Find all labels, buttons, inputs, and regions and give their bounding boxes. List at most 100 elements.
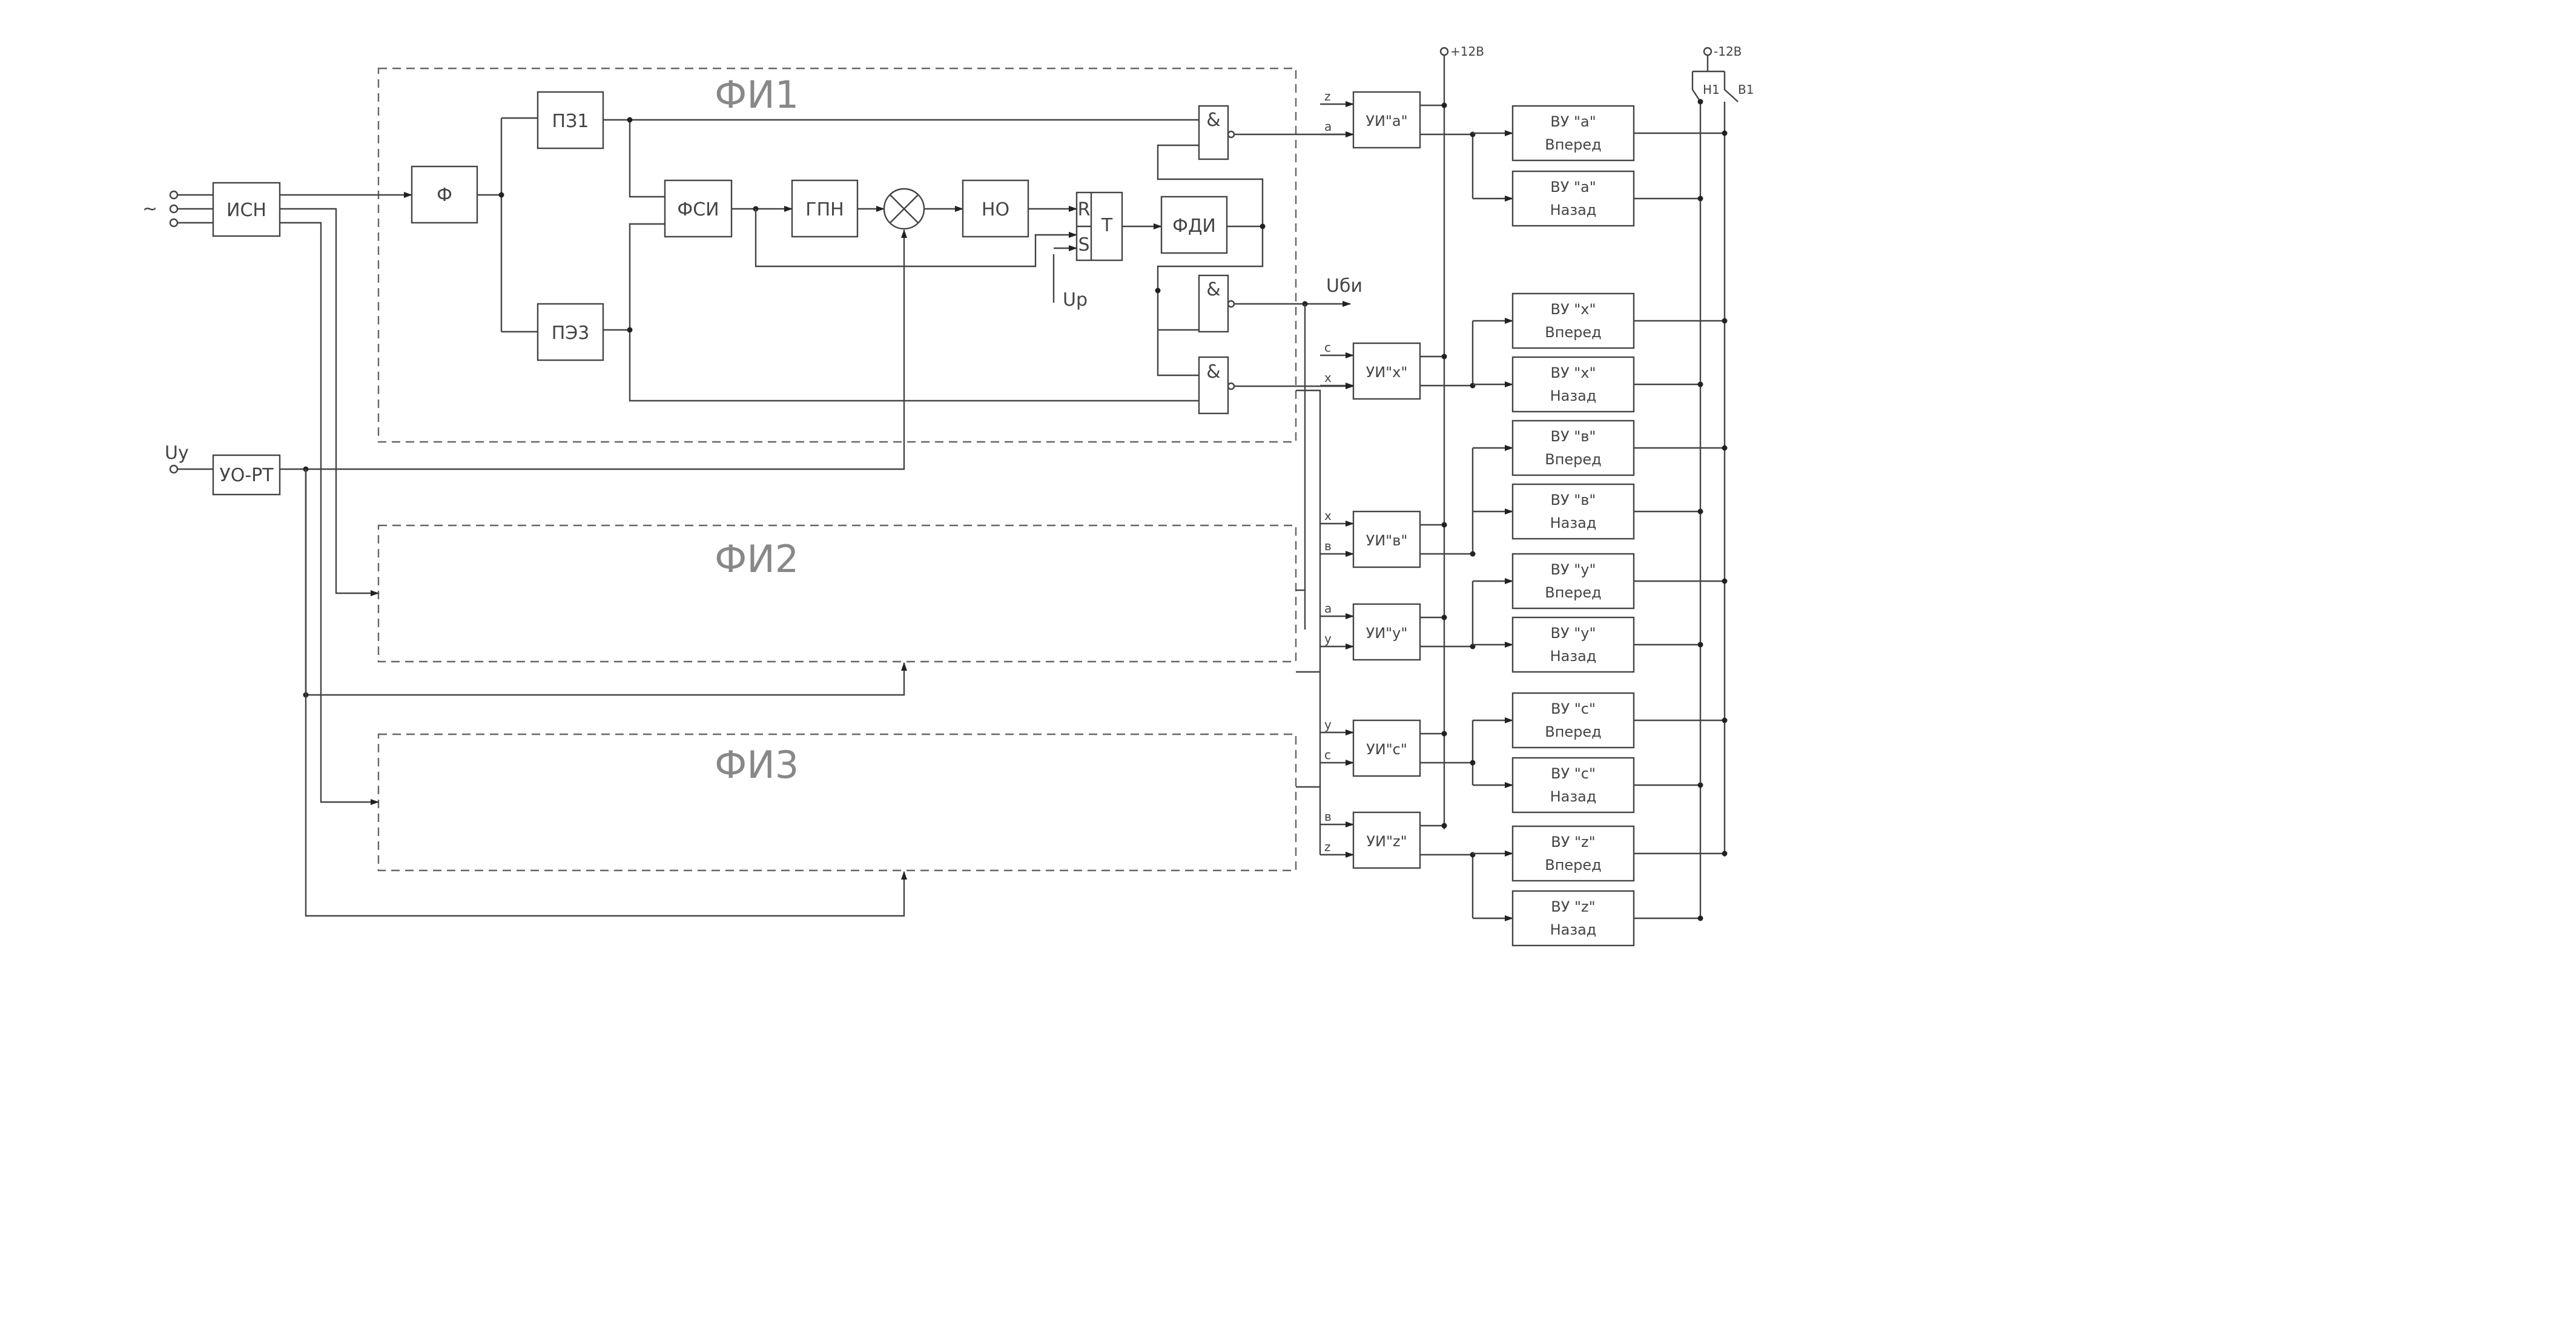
vu-block-1-title: ВУ "а" xyxy=(1550,179,1596,196)
ui-block-c-in1-label: у xyxy=(1324,717,1332,732)
ui-block-c-out xyxy=(1420,720,1474,785)
junction-pz1 xyxy=(627,117,633,123)
ui-block-x-out xyxy=(1420,321,1474,387)
vu-block-7-rail-dot xyxy=(1697,642,1703,648)
block-f-label: Ф xyxy=(437,185,452,206)
ui-block-a-in1-label: z xyxy=(1324,89,1331,104)
vu-block-8-dir: Вперед xyxy=(1545,723,1602,740)
vu-block-3-rail-dot xyxy=(1697,381,1703,387)
vu-block-4-rail-dot xyxy=(1722,445,1728,451)
block-fdi-label: ФДИ xyxy=(1172,215,1216,237)
group-fi1-frame xyxy=(377,67,1297,443)
vu-block-1-rail-dot xyxy=(1697,196,1703,202)
vu-block-9-dir: Назад xyxy=(1550,788,1597,805)
switch-v1 xyxy=(1723,82,1739,857)
ui-block-v-label: УИ"в" xyxy=(1366,532,1408,549)
mixer-cross xyxy=(890,194,919,223)
vu-block-3-dir: Назад xyxy=(1550,387,1597,404)
ui-block-c xyxy=(1352,719,1421,777)
ui-block-v-out-dot xyxy=(1470,551,1476,557)
ui-block-y-label: УИ"у" xyxy=(1366,625,1408,642)
vu-block-11-title: ВУ "z" xyxy=(1551,898,1595,915)
ui-block-z-supply-dot xyxy=(1441,823,1447,829)
vu-block-6-dir: Вперед xyxy=(1545,584,1602,601)
vu-block-11-dir: Назад xyxy=(1550,921,1597,938)
trigger-t: T xyxy=(1101,215,1113,236)
switch-h1 xyxy=(1691,82,1702,920)
vu-block-0 xyxy=(1511,105,1635,162)
ac-terminal-2 xyxy=(169,204,179,214)
ui-input-bus xyxy=(1296,389,1321,855)
wire-yort-fi3 xyxy=(305,469,907,917)
vu-block-3-title: ВУ "х" xyxy=(1551,364,1596,381)
block-no-label: НО xyxy=(982,199,1009,220)
block-gpn xyxy=(791,179,859,238)
ui-block-c-label: УИ"с" xyxy=(1366,741,1407,758)
vu-block-10 xyxy=(1511,825,1635,882)
uy-terminal xyxy=(169,464,179,474)
vu-block-10-dir: Вперед xyxy=(1545,857,1602,873)
and-gate-3 xyxy=(1198,356,1229,415)
vu-block-6-title: ВУ "у" xyxy=(1551,561,1596,578)
ac-terminal-1 xyxy=(169,190,179,200)
vu-block-2-title: ВУ "х" xyxy=(1551,301,1596,318)
vu-block-9-rail-dot xyxy=(1697,782,1703,788)
wire-yort-mixer xyxy=(280,229,907,470)
wire-fsi-s xyxy=(755,209,1077,268)
vu-block-8-rail-dot xyxy=(1722,717,1728,723)
block-isn xyxy=(212,182,281,237)
block-yo-rt-label: УО-РТ xyxy=(219,465,274,486)
ui-block-x-supply-dot xyxy=(1441,354,1447,360)
wire-fdi-feedback xyxy=(1157,144,1264,377)
ui-block-v-in2-label: в xyxy=(1324,539,1332,553)
group-fi2-title: ФИ2 xyxy=(715,537,799,581)
block-fsi xyxy=(664,179,733,238)
ui-block-v-in1-label: х xyxy=(1324,508,1332,523)
block-pz1-label: ПЗ1 xyxy=(552,111,589,132)
block-fdi xyxy=(1160,196,1228,254)
label-minus: -12В xyxy=(1714,44,1742,59)
ui-block-c-in2-label: с xyxy=(1324,748,1331,762)
ui-block-z xyxy=(1352,811,1421,869)
and-gate-2-label: & xyxy=(1206,279,1220,300)
group-fi2-frame xyxy=(377,524,1297,663)
label-ubi: Uби xyxy=(1326,275,1362,297)
vu-block-0-title: ВУ "а" xyxy=(1550,113,1596,130)
vu-blocks-layer: ВУ "а" Вперед ВУ "а" Назад ВУ "х" Вперед ВУ "х… xyxy=(1511,105,1728,947)
block-isn-label: ИСН xyxy=(226,200,266,221)
vu-block-4-dir: Вперед xyxy=(1545,451,1602,468)
wire-isn-fi2 xyxy=(280,208,379,596)
block-gpn-label: ГПН xyxy=(805,199,844,220)
ui-block-y-out xyxy=(1420,581,1474,648)
vu-block-6-rail-dot xyxy=(1722,578,1728,584)
vu-block-4-title: ВУ "в" xyxy=(1551,428,1596,445)
ui-block-y xyxy=(1352,603,1421,661)
label-plus: +12В xyxy=(1450,44,1484,59)
minus-fork xyxy=(1691,55,1726,82)
and-gate-2 xyxy=(1198,274,1229,333)
label-v1: В1 xyxy=(1738,82,1754,97)
ui-block-x-in2-label: х xyxy=(1324,370,1332,385)
vu-block-0-rail-dot xyxy=(1722,130,1728,136)
ui-block-x-label: УИ"х" xyxy=(1366,364,1408,381)
label-h1: Н1 xyxy=(1703,82,1720,97)
block-pz3-label: ПЭ3 xyxy=(552,323,590,344)
wire-ubi-bus xyxy=(1296,304,1306,630)
ac-terminal-3 xyxy=(169,218,179,228)
block-pz3 xyxy=(537,303,604,361)
vu-block-9 xyxy=(1511,757,1635,814)
ui-block-z-in1-label: в xyxy=(1324,809,1332,824)
ui-input-bus-taps xyxy=(1296,671,1320,788)
ui-block-v xyxy=(1352,510,1421,568)
and-gate-3-label: & xyxy=(1206,361,1220,383)
vu-block-8-title: ВУ "с" xyxy=(1551,700,1596,717)
ui-block-y-in1-label: а xyxy=(1324,601,1332,616)
block-fsi-label: ФСИ xyxy=(677,199,719,220)
vu-block-5-title: ВУ "в" xyxy=(1551,492,1596,508)
ui-block-c-supply-dot xyxy=(1441,731,1447,737)
junction-h1 xyxy=(1697,99,1703,105)
junction-fdi xyxy=(1260,223,1266,229)
vu-block-2-dir: Вперед xyxy=(1545,324,1602,341)
